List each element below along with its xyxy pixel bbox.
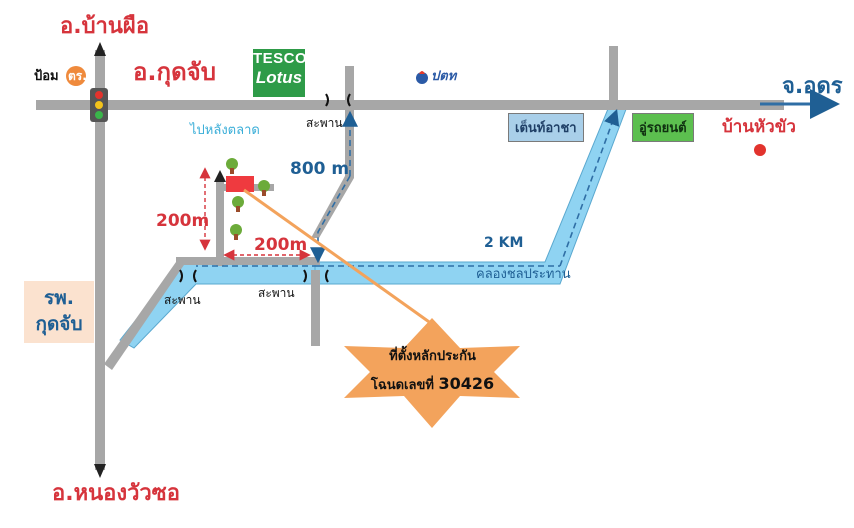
police-badge: ตร. (68, 69, 87, 83)
road-north-branch (345, 66, 354, 106)
tree-icon (226, 158, 238, 174)
ptt-icon (416, 71, 428, 84)
main-road-horizontal (36, 100, 784, 110)
tesco-line2: Lotus (255, 68, 303, 87)
tree-icon (230, 224, 242, 240)
collateral-leader-line (243, 188, 433, 326)
police-booth-label: ป้อม (34, 69, 59, 84)
measure-lines (199, 167, 311, 261)
road-south-stub (311, 270, 320, 346)
distance-200m-vertical: 200m (156, 211, 210, 231)
tesco-lotus-logo: TESCO Lotus (253, 49, 308, 97)
roads (36, 46, 784, 470)
udon-label: จ.อุดร (782, 74, 843, 99)
road-sw-diagonal (104, 262, 186, 370)
distance-800m: 800 m (290, 159, 350, 179)
collateral-text: ที่ตั้งหลักประกัน โฉนดเลขที่ 30426 (340, 345, 525, 395)
market-arrow-icon (214, 170, 226, 182)
collateral-site (226, 176, 254, 192)
south-district-label: อ.หนองวัวซอ (52, 481, 180, 506)
canal-label: คลองชลประทาน (476, 267, 571, 282)
south-arrow-icon (94, 464, 106, 478)
hospital-line2: กุดจับ (35, 313, 83, 335)
bridge-icon (179, 93, 351, 283)
distance-200m-horizontal: 200m (254, 235, 308, 255)
hospital-box: รพ. กุดจับ (24, 281, 94, 343)
bridge-west-label: สะพาน (164, 293, 201, 307)
garage-label: อู่รถยนต์ (632, 113, 694, 142)
bridge-north-label: สะพาน (306, 116, 343, 130)
trees (226, 158, 270, 240)
collateral-line1: ที่ตั้งหลักประกัน (389, 349, 476, 364)
hospital-pin-icon (754, 144, 766, 156)
tent-label: เต็นท์อาชา (508, 113, 584, 142)
tree-icon (232, 196, 244, 212)
market-back-label: ไปหลังตลาด (190, 123, 260, 138)
police-booth-icon (66, 66, 86, 86)
tesco-line1: TESCO (253, 50, 308, 67)
tree-icon (258, 180, 270, 196)
distance-2km: 2 KM (484, 235, 524, 251)
road-to-site (216, 178, 224, 266)
ptt-label: ปตท (431, 69, 457, 84)
bridge-middle-label: สะพาน (258, 286, 295, 300)
collateral-star (344, 318, 520, 428)
ban-hua-khua-label: บ้านหัวขัว (722, 117, 796, 137)
north-district-label: อ.บ้านผือ (60, 14, 150, 39)
traffic-light-icon (90, 88, 108, 122)
route-lines (196, 108, 620, 267)
road-tesco-stub (609, 46, 618, 104)
kudchap-district-label: อ.กุดจับ (133, 58, 216, 86)
hospital-line1: รพ. (44, 287, 74, 309)
north-arrow-icon (94, 42, 106, 56)
road-middle (176, 257, 320, 265)
road-west-vertical (95, 50, 105, 470)
collateral-line2: โฉนดเลขที่ 30426 (340, 374, 525, 395)
deed-prefix: โฉนดเลขที่ (370, 378, 434, 393)
deed-number: 30426 (438, 374, 495, 393)
